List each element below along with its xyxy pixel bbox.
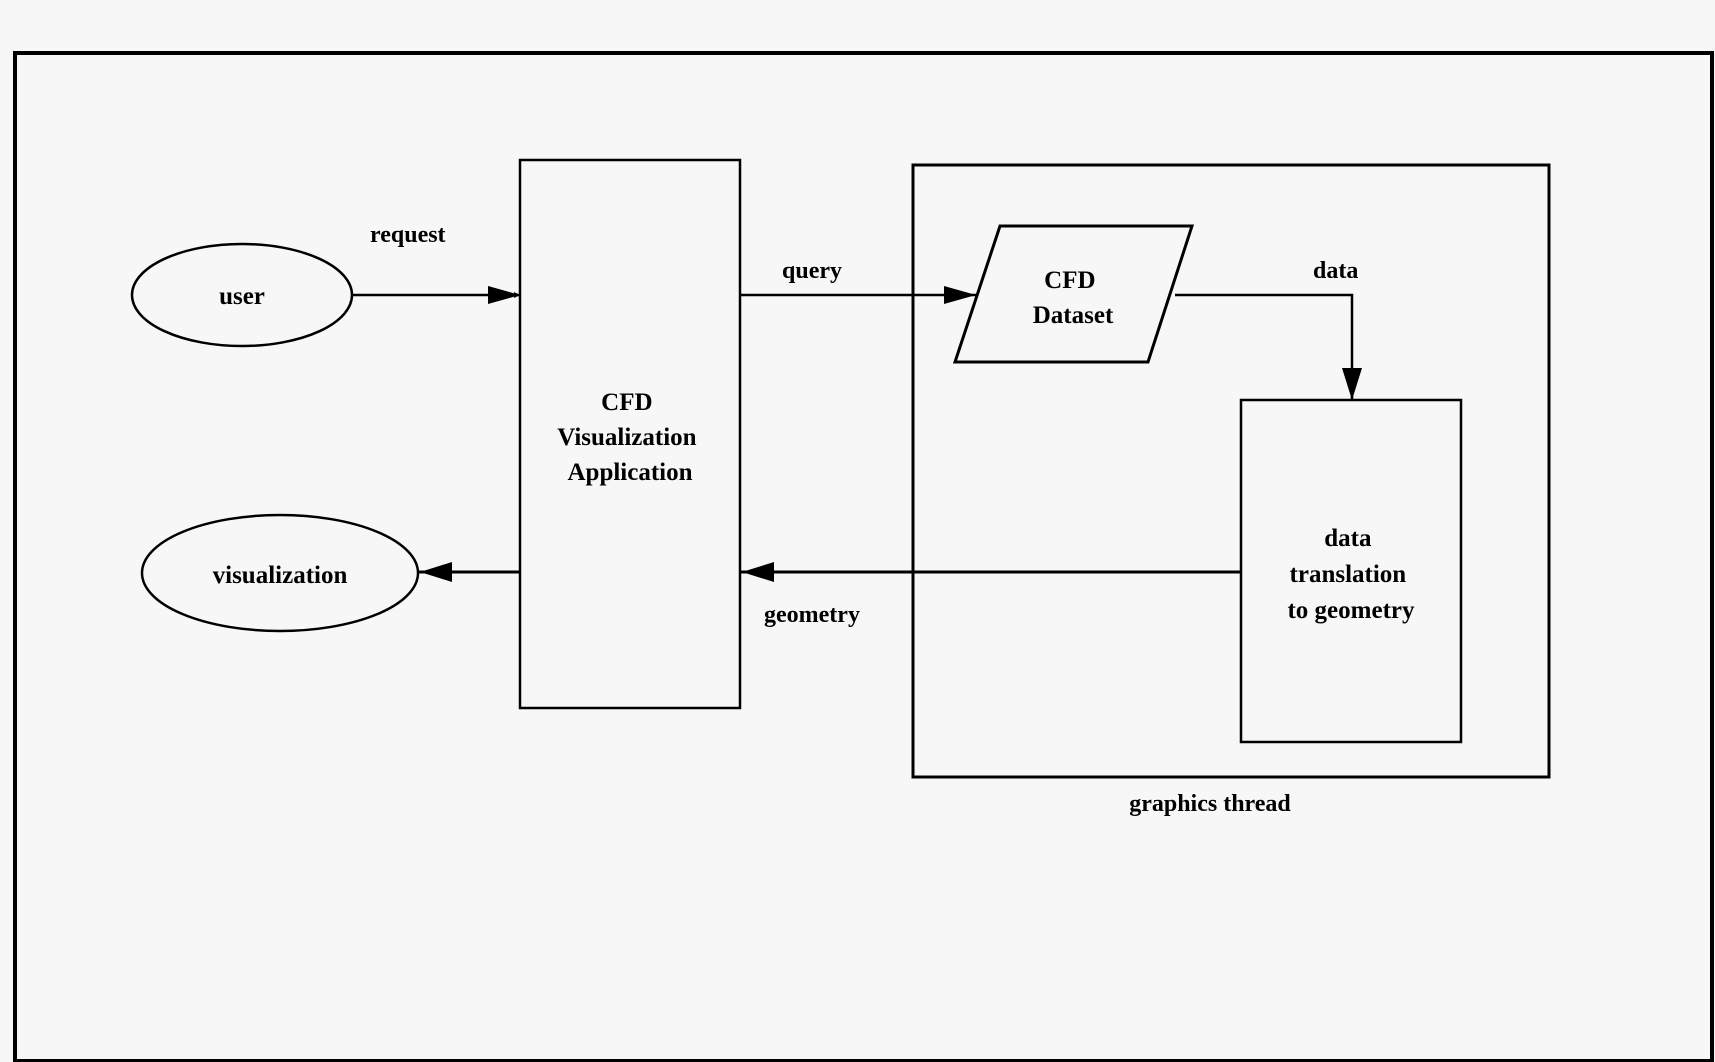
- graphics-thread-label: graphics thread: [1129, 791, 1291, 817]
- edge-data-label: data: [1313, 258, 1358, 284]
- arrowhead: [742, 562, 774, 582]
- node-app-label: CFD Visualization Application: [557, 389, 703, 486]
- edge-request-label: request: [370, 222, 446, 248]
- node-visualization[interactable]: visualization: [140, 513, 420, 633]
- node-user[interactable]: user: [130, 242, 354, 348]
- node-app-line: CFD: [601, 389, 652, 416]
- arrowhead: [944, 286, 976, 304]
- arrowhead: [488, 286, 520, 304]
- edge-geometry: geometry: [740, 562, 1241, 628]
- node-translation-label: data translation to geometry: [1287, 525, 1415, 624]
- graphics-thread-container: [911, 163, 1551, 779]
- node-visualization-label: visualization: [213, 562, 348, 589]
- edge-data: data: [1175, 258, 1362, 400]
- arrowhead: [420, 562, 452, 582]
- node-dataset-line: CFD: [1044, 267, 1095, 294]
- edge-query-label: query: [782, 258, 842, 284]
- node-app[interactable]: CFD Visualization Application: [518, 158, 742, 710]
- node-translation-line: translation: [1290, 561, 1407, 588]
- edge-query: query: [740, 258, 976, 304]
- node-translation-line: to geometry: [1287, 597, 1415, 624]
- node-dataset-line: Dataset: [1033, 302, 1114, 329]
- node-translation[interactable]: data translation to geometry: [1239, 398, 1463, 744]
- node-dataset-label: CFD Dataset: [1033, 267, 1114, 329]
- node-user-label: user: [219, 283, 265, 310]
- edge-output: [418, 562, 520, 582]
- edge-request: request: [352, 222, 520, 304]
- outer-frame: [13, 51, 1714, 1062]
- node-dataset[interactable]: CFD Dataset: [952, 224, 1195, 364]
- node-app-line: Visualization: [557, 424, 696, 451]
- node-app-line: Application: [567, 459, 692, 486]
- node-translation-line: data: [1324, 525, 1372, 552]
- edge-geometry-label: geometry: [764, 602, 860, 628]
- arrowhead: [1342, 368, 1362, 400]
